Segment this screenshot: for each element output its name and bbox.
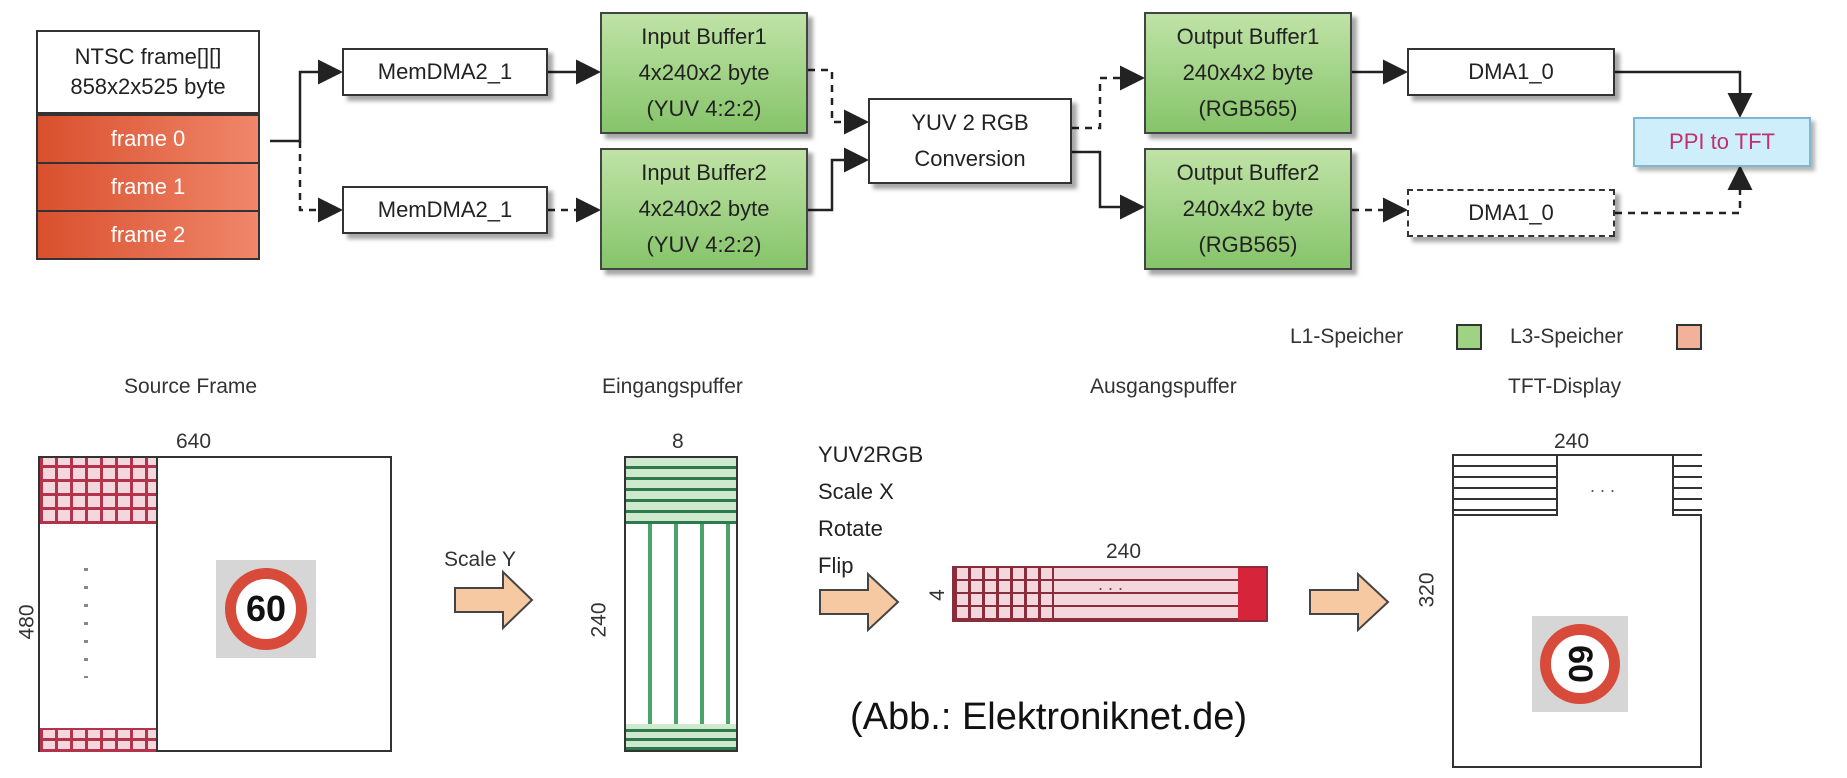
stage-title-ausgangspuffer: Ausgangspuffer — [1090, 375, 1237, 398]
frame-0: frame 0 — [36, 114, 260, 164]
input-buffer-1: Input Buffer1 4x240x2 byte (YUV 4:2:2) — [600, 12, 808, 134]
rotated-sign-tile: 60 — [1532, 616, 1628, 712]
output-buffer-2: Output Buffer2 240x4x2 byte (RGB565) — [1144, 148, 1352, 270]
op-scale-x: Scale X — [818, 479, 894, 504]
speed-sign-text: 60 — [245, 588, 287, 629]
line-input2-yuv — [808, 147, 869, 212]
ppi-to-tft-box: PPI to TFT — [1633, 117, 1811, 167]
dma-top-box: DMA1_0 — [1407, 48, 1615, 96]
yuv-line2: Conversion — [914, 146, 1026, 171]
input1-line1: Input Buffer1 — [641, 24, 767, 49]
output-buffer-1: Output Buffer1 240x4x2 byte (RGB565) — [1144, 12, 1352, 134]
arrow-scale-y — [454, 569, 534, 631]
legend-l3-label: L3-Speicher — [1510, 325, 1624, 348]
dma-top-label: DMA1_0 — [1468, 59, 1554, 84]
arrow-to-tft — [1309, 571, 1390, 633]
line-yuv-output1 — [1072, 65, 1145, 130]
source-strip-bottom — [40, 728, 158, 752]
frame-2: frame 2 — [36, 210, 260, 260]
arrow-ops — [819, 571, 900, 633]
eing-width-label: 8 — [672, 430, 684, 453]
source-strip-top — [40, 458, 158, 524]
line-input1-yuv — [808, 68, 869, 135]
eing-height-label: 240 — [587, 602, 611, 638]
output1-line3: (RGB565) — [1198, 96, 1298, 121]
input-buffer-2: Input Buffer2 4x240x2 byte (YUV 4:2:2) — [600, 148, 808, 270]
source-column-divider — [156, 524, 158, 728]
dma-bottom-box: DMA1_0 — [1407, 189, 1615, 237]
tft-width-label: 240 — [1554, 430, 1590, 453]
memdma-bottom-box: MemDMA2_1 — [342, 186, 548, 234]
input1-line3: (YUV 4:2:2) — [646, 96, 762, 121]
legend-l1-label: L1-Speicher — [1290, 325, 1404, 348]
scale-y-label: Scale Y — [444, 548, 516, 571]
output1-line1: Output Buffer1 — [1176, 24, 1320, 49]
output2-line1: Output Buffer2 — [1176, 160, 1320, 185]
tft-dots: . . . — [1590, 476, 1616, 496]
rotated-sign-icon: 60 — [1540, 624, 1620, 704]
source-vertical-dots — [84, 568, 88, 678]
op-yuv2rgb: YUV2RGB — [818, 442, 924, 467]
eing-top-grid — [626, 458, 736, 524]
frame-0-label: frame 0 — [110, 126, 186, 151]
source-height-label: 480 — [15, 604, 39, 640]
source-width-label: 640 — [176, 430, 212, 453]
ntsc-frame-header: NTSC frame[][] 858x2x525 byte — [36, 30, 260, 114]
output2-line3: (RGB565) — [1198, 232, 1298, 257]
ausg-height-label: 4 — [925, 589, 949, 601]
ppi-label: PPI to TFT — [1669, 129, 1775, 154]
speed-sign-icon: 60 — [225, 568, 307, 650]
line-yuv-output2 — [1072, 150, 1145, 220]
tft-top-left-lines — [1454, 456, 1558, 516]
input1-line2: 4x240x2 byte — [638, 60, 770, 85]
memdma-top-box: MemDMA2_1 — [342, 48, 548, 96]
eingangspuffer-panel — [624, 456, 738, 752]
legend-l3-swatch — [1676, 324, 1702, 350]
line-dma-ppi-top — [1615, 70, 1753, 118]
tft-top-right-lines — [1672, 456, 1702, 516]
tft-height-label: 320 — [1415, 572, 1439, 608]
line-frames-memdma-top — [270, 59, 343, 143]
tft-display-panel: . . . 60 — [1452, 454, 1702, 768]
ntsc-line1: NTSC frame[][] — [74, 44, 222, 69]
ausg-right-block — [1238, 568, 1266, 620]
dma-bottom-label: DMA1_0 — [1468, 200, 1554, 225]
ausg-width-label: 240 — [1106, 540, 1142, 563]
output1-line2: 240x4x2 byte — [1182, 60, 1314, 85]
speed-sign-tile: 60 — [216, 560, 316, 658]
eing-bottom-grid — [626, 724, 736, 750]
input2-line1: Input Buffer2 — [641, 160, 767, 185]
input2-line2: 4x240x2 byte — [638, 196, 770, 221]
stage-title-tft: TFT-Display — [1508, 375, 1622, 398]
ausgangspuffer-panel: . . . — [952, 566, 1268, 622]
stage-title-eingangspuffer: Eingangspuffer — [602, 375, 743, 398]
ntsc-line2: 858x2x525 byte — [70, 74, 226, 99]
stage-title-source: Source Frame — [124, 375, 258, 398]
yuv-line1: YUV 2 RGB — [911, 110, 1029, 135]
line-dma-ppi-bottom — [1615, 165, 1753, 215]
operations-list: YUV2RGB Scale X Rotate Flip — [818, 436, 923, 584]
output2-line2: 240x4x2 byte — [1182, 196, 1314, 221]
input2-line3: (YUV 4:2:2) — [646, 232, 762, 257]
memdma-top-label: MemDMA2_1 — [377, 59, 513, 84]
op-rotate: Rotate — [818, 516, 883, 541]
memdma-bottom-label: MemDMA2_1 — [377, 197, 513, 222]
ausg-dots: . . . — [1098, 574, 1124, 594]
yuv2rgb-box: YUV 2 RGB Conversion — [868, 98, 1072, 184]
eing-columns — [626, 524, 736, 724]
source-frame-panel: 60 — [38, 456, 392, 752]
image-credit: (Abb.: Elektroniknet.de) — [850, 696, 1248, 738]
line-frames-memdma-bottom — [298, 141, 343, 223]
frame-1: frame 1 — [36, 162, 260, 212]
ausg-left-grid — [954, 568, 1054, 620]
frame-2-label: frame 2 — [110, 222, 186, 247]
rotated-sign-text: 60 — [1561, 645, 1600, 683]
legend-l1-swatch — [1456, 324, 1482, 350]
op-flip: Flip — [818, 553, 854, 578]
frame-1-label: frame 1 — [110, 174, 186, 199]
